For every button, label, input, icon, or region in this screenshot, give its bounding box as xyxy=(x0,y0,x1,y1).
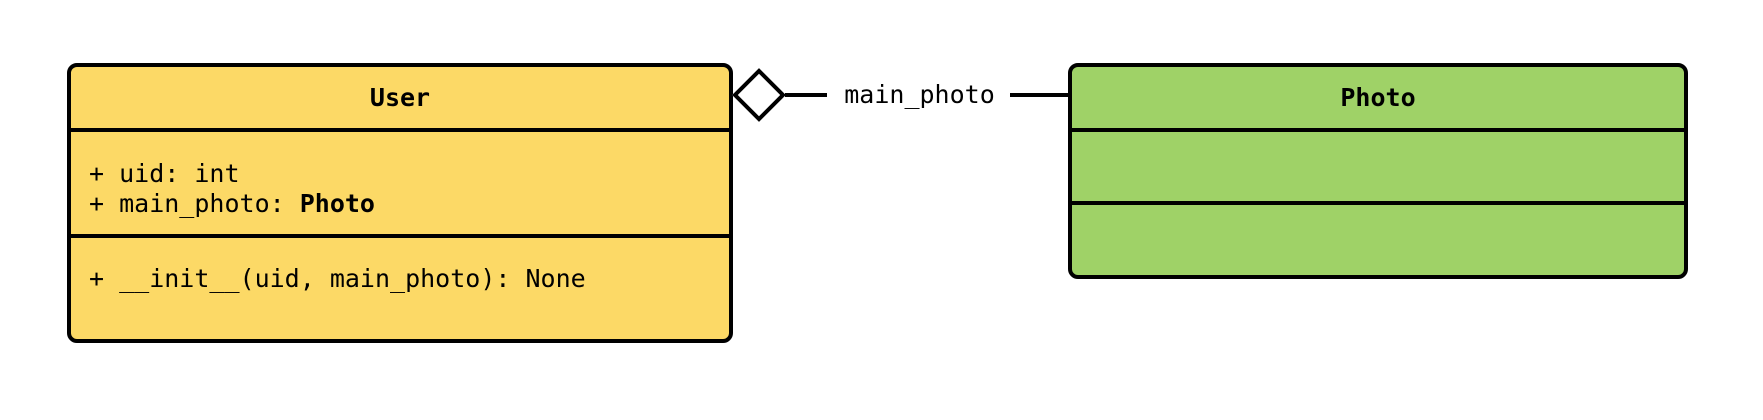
class-box-photo[interactable]: Photo xyxy=(1068,63,1688,279)
class-methods-compartment-user: + __init__(uid, main_photo): None xyxy=(71,234,729,339)
class-name-compartment-photo: Photo xyxy=(1072,67,1684,128)
attribute-main-photo-prefix: + main_photo: xyxy=(89,189,300,218)
class-name-compartment-user: User xyxy=(71,67,729,128)
class-title-user: User xyxy=(369,83,431,112)
attribute-main-photo-type: Photo xyxy=(299,189,375,218)
class-methods-compartment-photo xyxy=(1072,201,1684,275)
class-title-photo: Photo xyxy=(1340,83,1416,112)
class-attributes-compartment-user: + uid: int + main_photo: Photo xyxy=(71,128,729,234)
aggregation-diamond-icon xyxy=(732,68,786,122)
attribute-main-photo: + main_photo: Photo xyxy=(71,189,729,219)
association-label-main-photo: main_photo xyxy=(844,80,995,109)
class-box-user[interactable]: User + uid: int + main_photo: Photo + __… xyxy=(67,63,733,343)
association-line-right xyxy=(1010,93,1070,97)
association-line-left xyxy=(785,93,827,97)
method-init: + __init__(uid, main_photo): None xyxy=(89,264,586,293)
attribute-uid: + uid: int xyxy=(89,159,240,188)
class-attributes-compartment-photo xyxy=(1072,128,1684,201)
